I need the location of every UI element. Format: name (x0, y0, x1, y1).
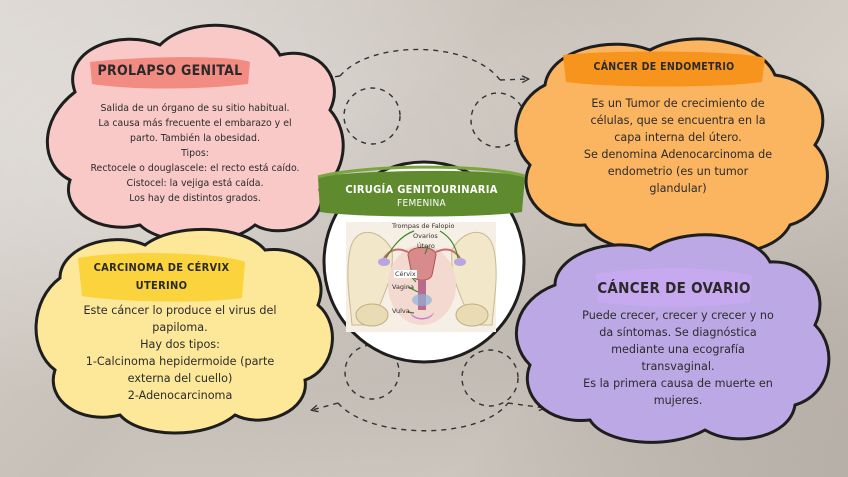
anatomy-illustration (346, 222, 497, 332)
dashed-loop-1 (343, 87, 401, 145)
ovario-line: transvaginal. (641, 360, 715, 373)
label-vulva: Vulva (392, 307, 410, 315)
ovario-line: da síntomas. Se diagnóstica (599, 326, 757, 339)
cervix-title-line2: UTERINO (135, 279, 188, 292)
endometrio-text: Es un Tumor de crecimiento de células, q… (553, 95, 803, 197)
pill-prolapso (90, 57, 250, 89)
cervix-line: Hay dos tipos: (140, 338, 220, 351)
dashed-loop-3 (344, 344, 400, 400)
ovario-title: CÁNCER DE OVARIO (597, 279, 751, 297)
prolapso-line: Salida de un órgano de su sitio habitual… (100, 103, 290, 114)
center-subtitle: FEMENINA (397, 198, 446, 209)
label-ovarios: Ovarios (413, 232, 438, 240)
cervix-text: Este cáncer lo produce el virus del papi… (50, 302, 310, 404)
label-utero: Útero (417, 242, 435, 250)
cervix-line: 2-Adenocarcinoma (127, 389, 233, 402)
endometrio-title: CÁNCER DE ENDOMETRIO (593, 61, 735, 73)
prolapso-line: Cistocel: la vejiga está caída. (126, 178, 264, 189)
endometrio-line: endometrio (es un tumor (607, 165, 749, 178)
ovario-line: mediante una ecografía (611, 343, 745, 356)
cloud-endometrio (514, 37, 829, 254)
ovario-text: Puede crecer, crecer y crecer y no da sí… (553, 307, 803, 409)
pill-endometrio (563, 51, 765, 87)
cervix-line: 1-Calcinoma hepidermoide (parte (85, 355, 275, 368)
ovario-line: mujeres. (653, 394, 703, 407)
endometrio-line: Es un Tumor de crecimiento de (591, 97, 765, 110)
dashed-link-top (339, 48, 501, 81)
endometrio-line: glandular) (649, 182, 707, 195)
arrow-bottom-left (312, 402, 339, 410)
endometrio-line: células, que se encuentra en la (590, 114, 766, 127)
cervix-line: papiloma. (152, 321, 208, 334)
prolapso-line: La causa más frecuente el embarazo y el (98, 118, 292, 129)
label-trompas: Trompas de Falopio (392, 222, 455, 230)
endometrio-line: capa interna del útero. (614, 131, 742, 144)
prolapso-line: Rectocele o douglascele: el recto está c… (90, 163, 300, 174)
label-vagina: Vagina (392, 283, 414, 291)
dashed-loop-4 (461, 349, 519, 407)
cervix-title-line1: CARCINOMA DE CÉRVIX (93, 261, 230, 274)
center-title: CIRUGÍA GENITOURINARIA (345, 183, 498, 196)
prolapso-line: Tipos: (181, 148, 209, 159)
prolapso-text: Salida de un órgano de su sitio habitual… (60, 101, 330, 206)
cervix-line: Este cáncer lo produce el virus del (83, 304, 277, 317)
center-banner (317, 165, 526, 217)
pill-cervix (78, 253, 245, 302)
prolapso-line: parto. También la obesidad. (130, 133, 260, 144)
cervix-line: externa del cuello) (127, 372, 233, 385)
pill-ovario (596, 268, 752, 307)
arrow-bottom-right (507, 402, 545, 408)
ovario-line: Puede crecer, crecer y crecer y no (582, 309, 774, 322)
prolapso-line: Los hay de distintos grados. (129, 193, 261, 204)
prolapso-title: PROLAPSO GENITAL (97, 63, 243, 79)
dashed-link-bottom (337, 402, 509, 432)
ovario-line: Es la primera causa de muerte en (583, 377, 773, 390)
arrow-top-right (499, 79, 528, 80)
label-cervix: Cérvix (394, 270, 417, 278)
endometrio-line: Se denomina Adenocarcinoma de (583, 148, 773, 161)
